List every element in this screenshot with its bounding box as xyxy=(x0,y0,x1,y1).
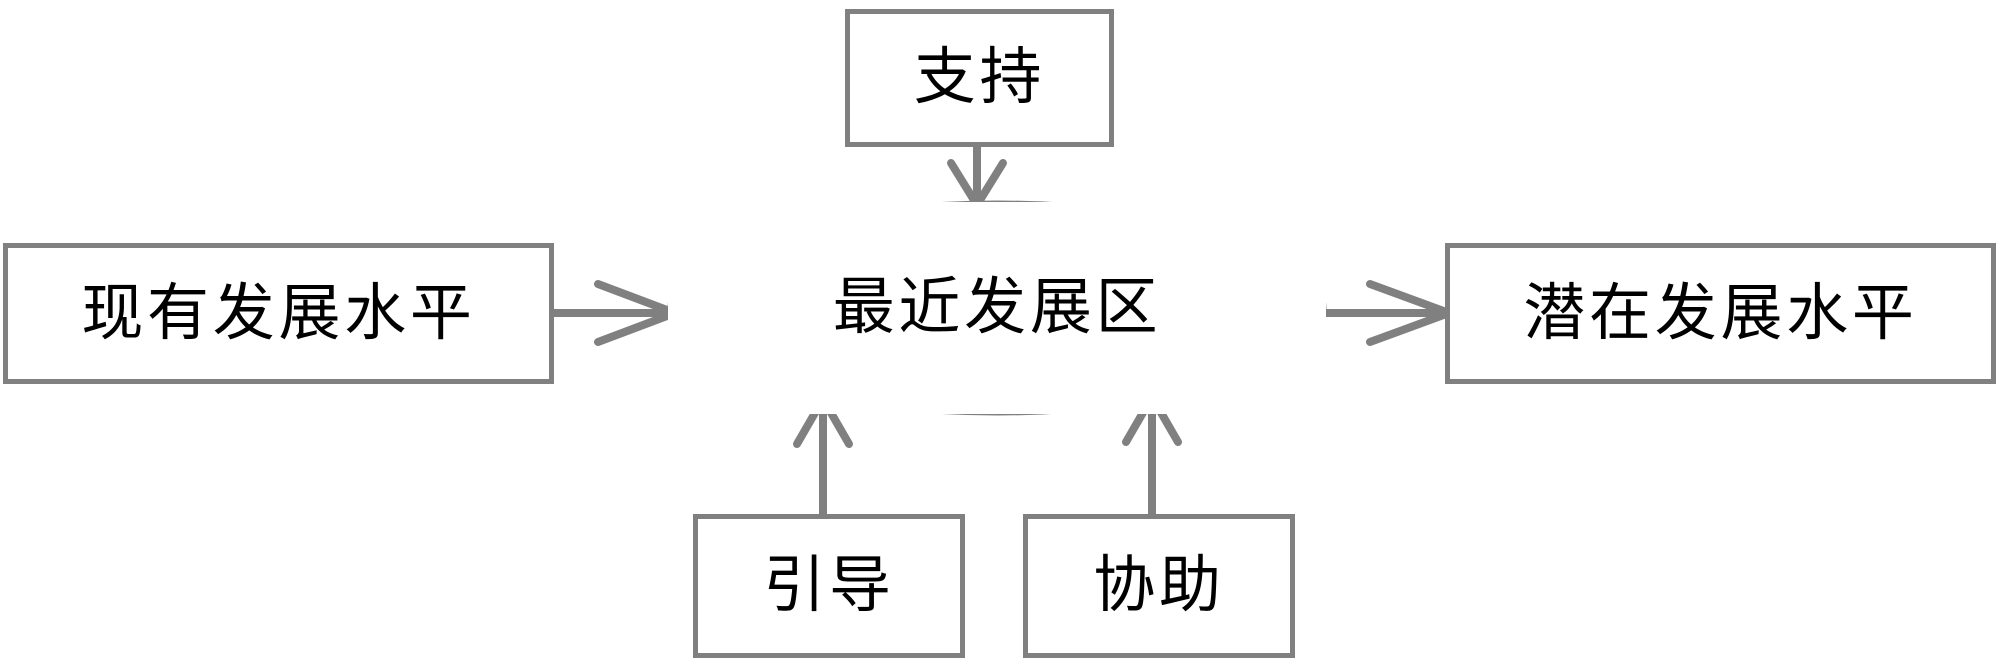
edge-support-to-zpd xyxy=(947,146,1007,213)
node-current-development-level[interactable]: 现有发展水平 xyxy=(3,243,554,384)
node-assistance[interactable]: 协助 xyxy=(1023,514,1295,658)
node-potential-development-level[interactable]: 潜在发展水平 xyxy=(1445,243,1996,384)
node-assistance-label: 协助 xyxy=(1093,552,1225,620)
node-support-label: 支持 xyxy=(913,44,1046,112)
node-zone-of-proximal-development-label: 最近发展区 xyxy=(832,274,1162,342)
edge-zpd-to-potential xyxy=(1324,280,1461,346)
node-potential-development-level-label: 潜在发展水平 xyxy=(1523,279,1918,348)
node-support[interactable]: 支持 xyxy=(845,9,1114,147)
node-zone-of-proximal-development[interactable]: 最近发展区 xyxy=(668,202,1326,414)
node-current-development-level-label: 现有发展水平 xyxy=(81,279,476,348)
edge-current-to-zpd xyxy=(554,280,687,346)
node-guidance[interactable]: 引导 xyxy=(693,514,965,658)
edge-guidance-to-zpd xyxy=(793,391,853,516)
node-guidance-label: 引导 xyxy=(763,552,895,620)
edge-assistance-to-zpd xyxy=(1122,389,1182,516)
